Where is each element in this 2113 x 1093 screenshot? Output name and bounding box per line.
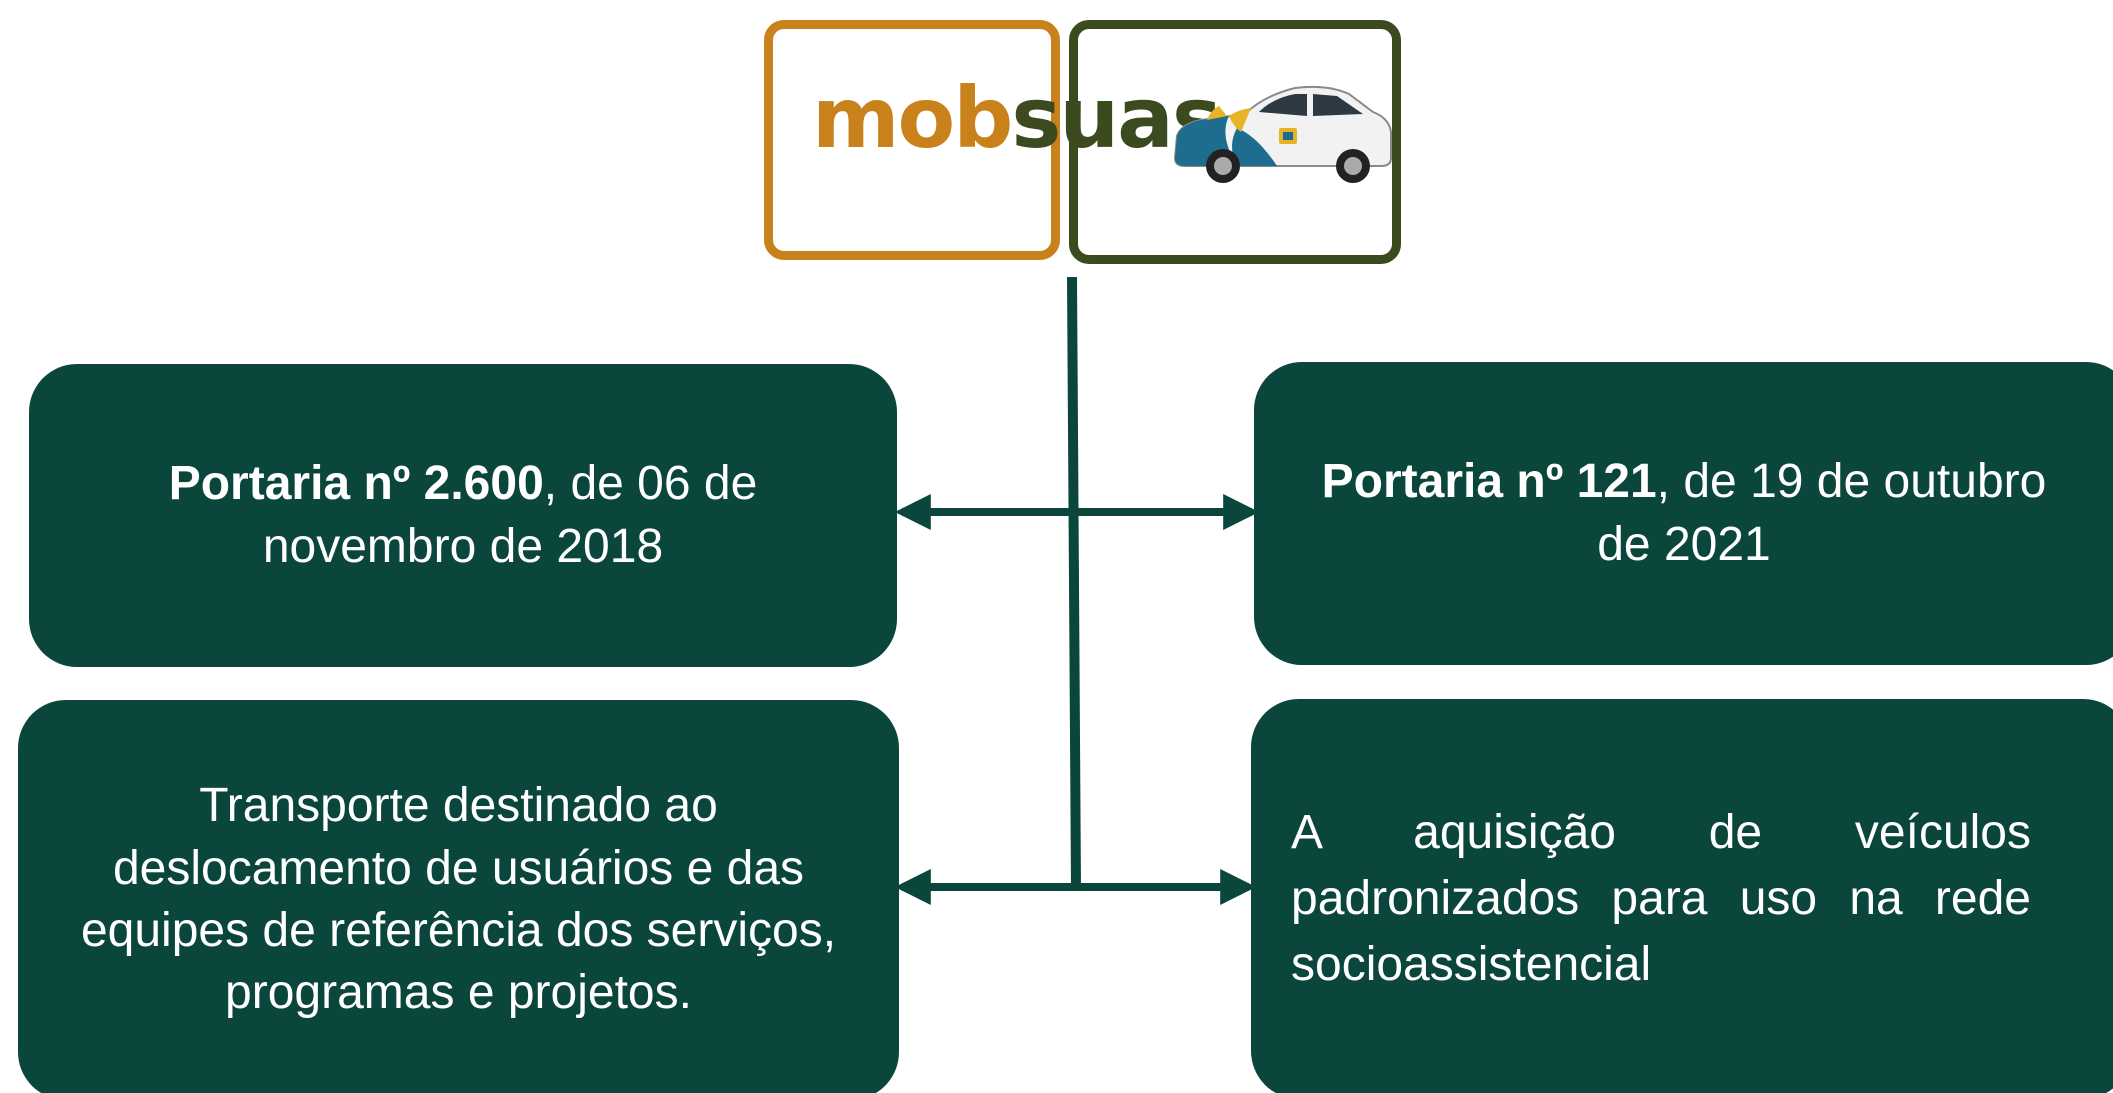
box-portaria-121-text: Portaria nº 121, de 19 de outubro de 202… — [1254, 451, 2113, 576]
logo-wordmark: mobsuas — [812, 76, 1222, 160]
portaria-2600-title: Portaria nº 2.600 — [168, 457, 544, 511]
box-transporte: Transporte destinado ao deslocamento de … — [18, 700, 899, 1093]
logo-left-frame — [764, 20, 1060, 260]
vertical-connector — [1067, 276, 1081, 891]
portaria-2600-date: , de 06 de novembro de 2018 — [262, 457, 758, 573]
car-icon — [1173, 85, 1392, 183]
box-portaria-2600-text: Portaria nº 2.600, de 06 de novembro de … — [29, 453, 897, 578]
portaria-121-date: , de 19 de outubro de 2021 — [1597, 455, 2047, 571]
box-portaria-2600: Portaria nº 2.600, de 06 de novembro de … — [29, 364, 897, 667]
box-portaria-121: Portaria nº 121, de 19 de outubro de 202… — [1254, 362, 2113, 665]
mobsuas-logo: mobsuas — [762, 16, 1407, 268]
aquisicao-text: A aquisição de veículos padronizados par… — [1291, 805, 2031, 992]
logo-mob-text: mob — [812, 69, 1013, 167]
transporte-text: Transporte destinado ao deslocamento de … — [80, 779, 837, 1020]
box-aquisicao: A aquisição de veículos padronizados par… — [1251, 699, 2113, 1093]
portaria-121-title: Portaria nº 121 — [1321, 455, 1657, 509]
